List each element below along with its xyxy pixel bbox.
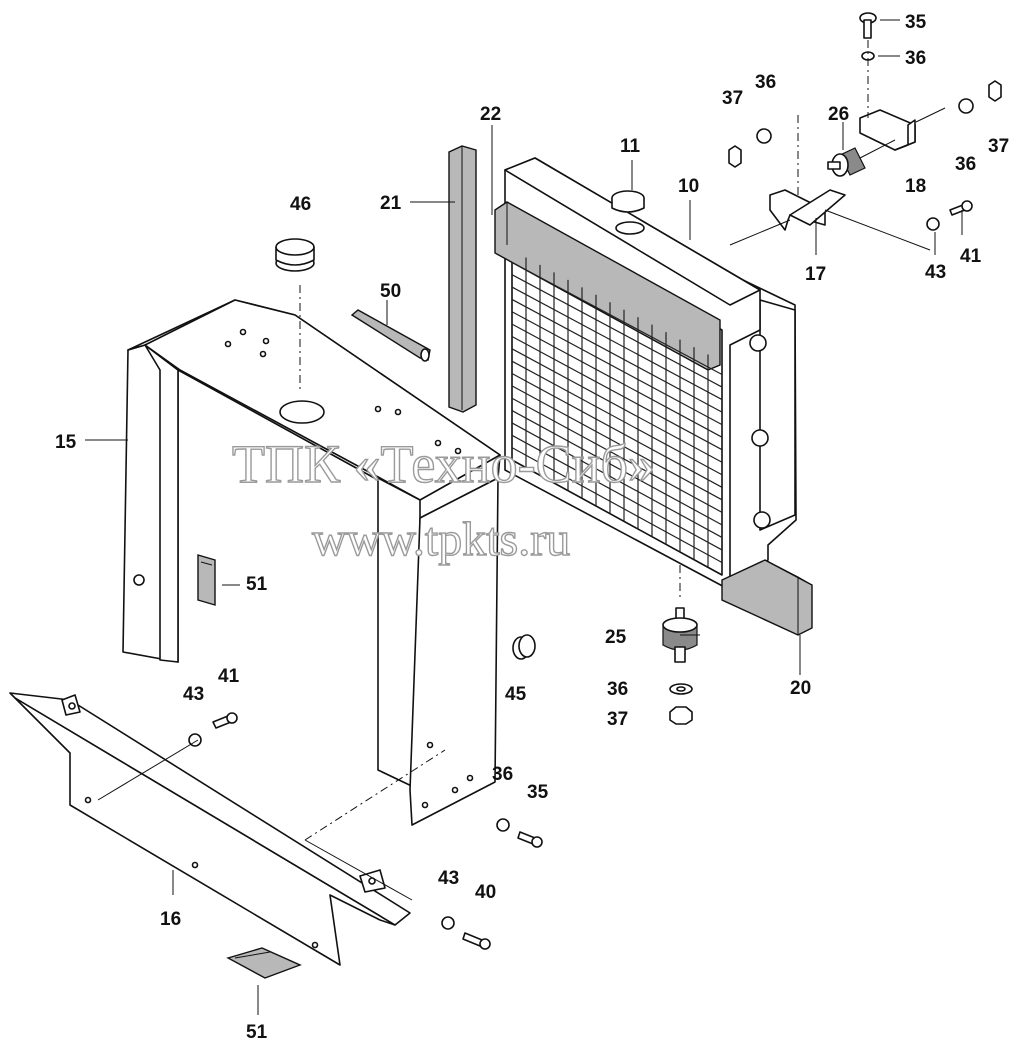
part-50-edge-trim	[350, 309, 431, 362]
core-grid-line	[511, 274, 723, 388]
callout-45: 45	[505, 684, 527, 705]
core-grid-line	[511, 447, 723, 563]
part-10-radiator	[494, 157, 797, 591]
callout-21: 21	[380, 193, 402, 214]
callout-41: 41	[218, 666, 240, 687]
watermark-company: ТПК «Техно-Сиб»	[232, 434, 655, 494]
radiator-core-grid	[511, 257, 723, 568]
callout-37: 37	[607, 709, 628, 730]
callout-51: 51	[246, 574, 268, 595]
watermark: ТПК «Техно-Сиб» www.tpkts.ru	[231, 433, 655, 566]
callout-46: 46	[290, 194, 311, 215]
callout-35: 35	[905, 12, 927, 33]
part-26-rubber-mount	[827, 147, 866, 177]
core-grid-line	[511, 323, 723, 438]
callout-11: 11	[620, 136, 641, 157]
leader-lines	[85, 19, 963, 1015]
callout-35: 35	[527, 782, 549, 803]
part-51-label-lower	[226, 947, 302, 979]
callout-51: 51	[246, 1022, 268, 1043]
core-grid-line	[511, 335, 723, 451]
part-46-plug	[275, 238, 315, 272]
core-grid-line	[511, 360, 723, 476]
core-grid-line	[511, 373, 723, 488]
part-25-rubber-mount	[662, 607, 698, 663]
part-16-bottom-plate	[9, 692, 411, 966]
callout-43: 43	[183, 684, 204, 705]
core-grid-line	[511, 410, 723, 526]
callout-10: 10	[678, 176, 699, 197]
callout-15: 15	[55, 432, 77, 453]
callout-26: 26	[828, 104, 849, 125]
core-grid-line	[511, 298, 723, 413]
core-grid-line	[511, 434, 723, 551]
callout-43: 43	[438, 868, 459, 889]
lower-hardware	[188, 712, 543, 950]
callout-41: 41	[960, 246, 982, 267]
part-45-plug	[512, 634, 536, 660]
callout-17: 17	[805, 264, 826, 285]
core-grid-line	[511, 422, 723, 538]
axis-lines	[97, 40, 931, 901]
part-37-nut-lower	[669, 706, 693, 725]
core-grid-line	[511, 311, 723, 426]
callout-37: 37	[722, 88, 743, 109]
callouts: 35 36 37 36 26 37 36 18 22 11 10 21 46 1…	[55, 12, 1009, 1043]
callout-36: 36	[492, 764, 513, 785]
core-grid-line	[511, 261, 723, 376]
tank-bolts	[749, 334, 771, 529]
callout-22: 22	[480, 104, 501, 125]
callout-16: 16	[160, 909, 181, 930]
core-grid-line	[511, 397, 723, 513]
callout-18: 18	[905, 176, 926, 197]
callout-36: 36	[755, 72, 776, 93]
callout-20: 20	[790, 678, 811, 699]
callout-43: 43	[925, 262, 946, 283]
part-18-plate	[859, 109, 916, 151]
callout-36: 36	[955, 154, 976, 175]
core-grid-line	[511, 348, 723, 463]
part-21-foam-strip	[448, 145, 477, 413]
callout-50: 50	[380, 281, 401, 302]
core-grid-line	[511, 385, 723, 501]
callout-36: 36	[607, 679, 628, 700]
callout-40: 40	[475, 882, 496, 903]
callout-37: 37	[988, 136, 1009, 157]
callout-36: 36	[905, 48, 926, 69]
part-20-foam-block	[721, 559, 813, 636]
part-51-label-upper	[197, 554, 216, 606]
core-grid-line	[511, 286, 723, 401]
part-17-bracket	[769, 189, 846, 231]
part-36-washer-lower	[669, 683, 693, 695]
callout-25: 25	[605, 627, 627, 648]
watermark-url: www.tpkts.ru	[312, 513, 570, 566]
part-15-shroud	[122, 299, 501, 826]
upper-hardware	[728, 12, 1002, 231]
